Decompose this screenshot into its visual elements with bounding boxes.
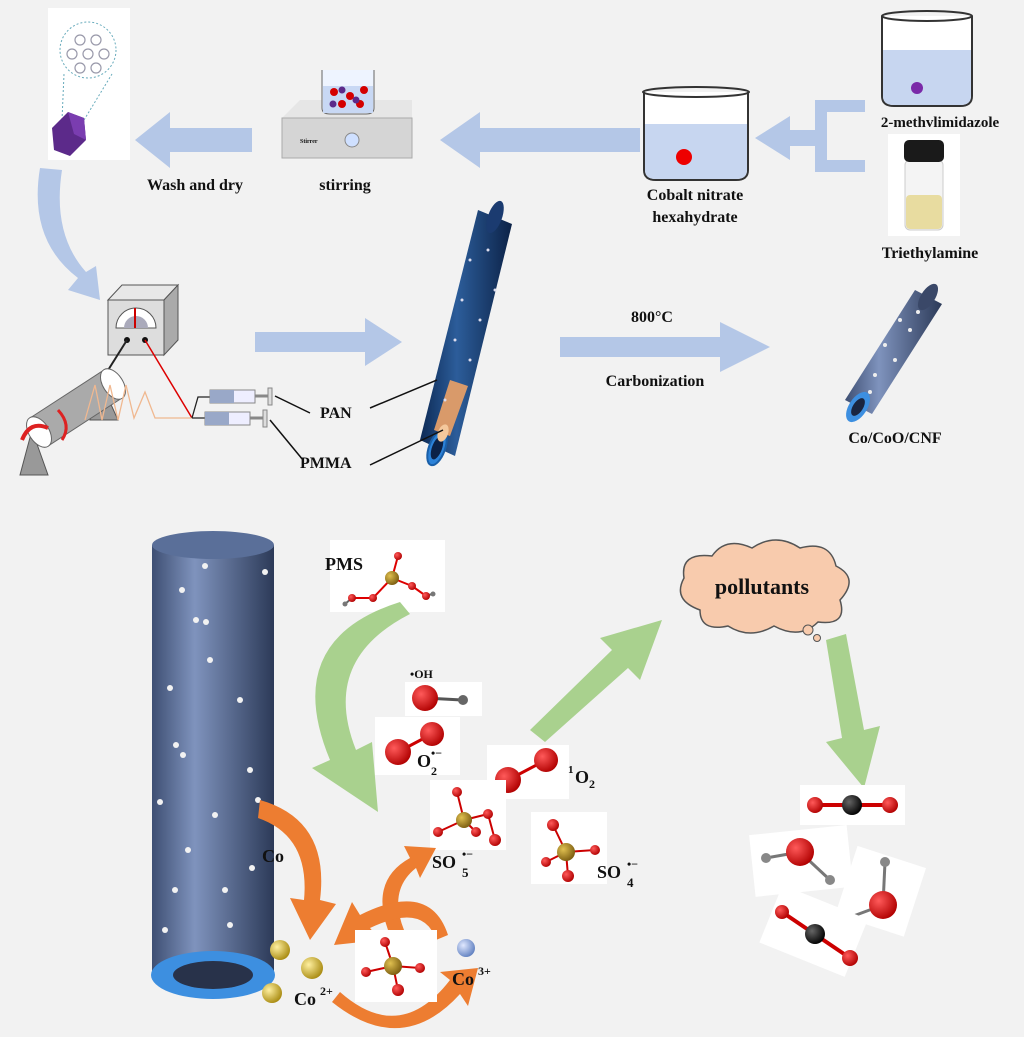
- green-arrow-to-pollutants: [530, 620, 662, 742]
- beaker-cobalt-nitrate: [642, 86, 750, 181]
- pollutants-cloud: [679, 539, 850, 642]
- cobalt3-ion: [457, 939, 475, 957]
- arrow-to-crystal: [135, 112, 252, 168]
- sulfate-peroxy-radical: [430, 780, 506, 850]
- curved-arrow-to-electrospinning: [37, 168, 100, 300]
- label-co3-sup: 3+: [478, 964, 491, 978]
- electrospinning-setup: [19, 283, 311, 476]
- orange-arrow-co-to-co2: [258, 800, 336, 940]
- label-so4-sub: 4: [627, 875, 634, 890]
- label-co2-sup: 2+: [320, 984, 333, 998]
- label-wash-dry: Wash and dry: [147, 177, 243, 194]
- coaxial-fiber: [369, 200, 512, 467]
- green-arrow-to-products: [826, 634, 880, 788]
- bracket-arrow: [755, 100, 865, 172]
- label-superoxide-sub: 2: [431, 764, 437, 778]
- superoxide-radical: O 2 •−: [375, 717, 460, 778]
- degradation-products: [749, 785, 927, 977]
- label-so5-sub: 5: [462, 865, 469, 880]
- label-co3: Co: [452, 969, 474, 989]
- green-arrow-pms-to-radicals: [312, 602, 410, 812]
- label-cobalt-line2: hexahydrate: [652, 209, 737, 226]
- pms-cycle-molecule: [355, 930, 437, 1002]
- syringe-pan: [209, 387, 273, 406]
- vial-triethylamine: [888, 134, 960, 236]
- syringe-pmma: [204, 409, 268, 428]
- label-so5-sup: •−: [462, 847, 473, 861]
- label-triethylamine: Triethylamine: [882, 245, 979, 262]
- label-singlet: O: [575, 767, 589, 787]
- beaker-methylimidazole: [881, 10, 973, 107]
- label-superoxide-sup: •−: [431, 746, 442, 760]
- label-carbonization: Carbonization: [606, 373, 705, 390]
- label-methylimidazole: 2-methvlimidazole: [881, 115, 1000, 131]
- label-so4-sup: •−: [627, 857, 638, 871]
- label-pmma: PMMA: [300, 455, 352, 472]
- label-so4: SO: [597, 862, 621, 882]
- label-co2: Co: [294, 989, 316, 1009]
- arrow-to-stirring: [440, 112, 640, 168]
- oh-radical: [405, 682, 482, 716]
- label-product: Co/CoO/CNF: [848, 430, 942, 447]
- big-fiber-tube: [151, 531, 275, 999]
- label-pollutants: pollutants: [715, 574, 810, 599]
- label-singlet-sub: 2: [589, 777, 595, 791]
- arrow-carbonization: [560, 322, 770, 372]
- label-pms: PMS: [325, 554, 363, 574]
- pms-molecule: [330, 540, 445, 612]
- label-so5: SO: [432, 852, 456, 872]
- orange-arrow-co2-to-co3: [332, 968, 478, 1029]
- label-singlet-pre: 1: [568, 764, 574, 776]
- carbon-nanofiber: [845, 283, 942, 423]
- label-temperature: 800°C: [631, 309, 673, 326]
- label-oh: •OH: [410, 667, 434, 681]
- label-co: Co: [262, 846, 284, 866]
- label-superoxide: O: [417, 751, 431, 771]
- zif-crystal: [48, 8, 130, 160]
- stirrer-brand: Stirrer: [300, 139, 318, 145]
- cobalt2-ions: [262, 940, 323, 1003]
- label-cobalt-line1: Cobalt nitrate: [647, 187, 743, 204]
- arrow-to-fiber: [255, 318, 402, 366]
- magnetic-stirrer: Stirrer: [281, 70, 413, 159]
- label-stirring: stirring: [319, 177, 371, 194]
- sulfate-radical: [531, 812, 607, 884]
- label-pan: PAN: [320, 405, 352, 422]
